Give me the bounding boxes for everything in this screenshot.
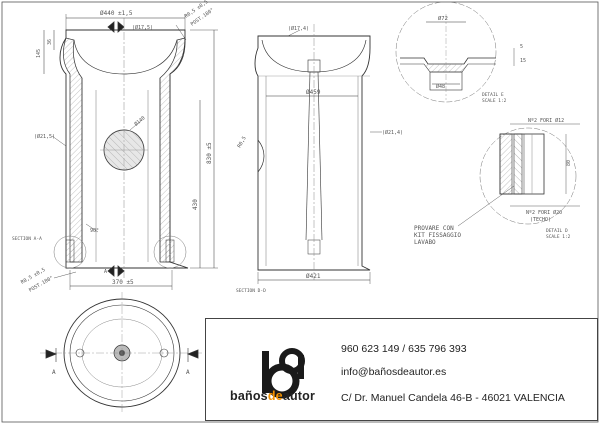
note-line-2: KIT FISSAGGIO — [414, 232, 461, 239]
detail-d-holes-bottom: Nº2 FORI Ø20 — [526, 209, 562, 216]
detail-e-view — [395, 1, 515, 103]
assembly-note: PROVARE CON KIT FISSAGGIO LAVABO — [414, 185, 515, 246]
side-dim-459: Ø459 — [306, 89, 321, 96]
detail-e-scale: SCALE 1:2 — [482, 98, 507, 104]
front-h145-dim: 145 — [36, 49, 42, 58]
front-height-430-dim: 430 — [192, 199, 199, 210]
detail-d-view — [479, 123, 580, 225]
side-section-view — [254, 24, 382, 284]
contact-email[interactable]: info@bañosdeautor.es — [341, 366, 447, 378]
front-section-view — [43, 14, 218, 290]
detail-e-dim-72: Ø72 — [438, 15, 448, 22]
top-view-labels: A A — [52, 369, 190, 376]
note-line-1: PROVARE CON — [414, 225, 454, 232]
side-view-labels: (Ø17,4) Ø459 (Ø21,4) R0,5 Ø421 SECTION D… — [236, 25, 403, 294]
side-section-label: SECTION D-D — [236, 288, 266, 294]
top-marker-a-right: A — [186, 369, 190, 376]
detail-d-label: DETAIL D — [546, 228, 568, 234]
detail-d-holes-note: (TECHO) — [530, 217, 551, 223]
side-dim-421: Ø421 — [306, 273, 321, 280]
front-marker-a: A — [104, 269, 107, 275]
top-marker-a-left: A — [52, 369, 56, 376]
title-block: bañosdeautor 960 623 149 / 635 796 393 i… — [205, 318, 598, 421]
note-line-3: LAVABO — [414, 239, 436, 246]
front-wall-left-dim: (Ø21,5) — [34, 133, 55, 140]
detail-d-dim-80: 80 — [566, 160, 572, 166]
front-section-label: SECTION A-A — [12, 236, 42, 242]
front-top-width-dim: Ø440 ±1,5 — [100, 10, 133, 17]
side-wall-right-dim: (Ø21,4) — [382, 129, 403, 136]
detail-d-labels: Nº2 FORI Ø12 80 Nº2 FORI Ø20 (TECHO) DET… — [526, 117, 572, 240]
detail-e-dim-5: 5 — [520, 44, 523, 50]
brand-logo-mark — [262, 348, 305, 399]
front-bottom-width-dim: 370 ±5 — [112, 279, 134, 286]
side-r-note: R0,5 — [237, 136, 248, 149]
detail-e-dim-15: 15 — [520, 58, 526, 64]
front-total-height-dim: 830 ±5 — [206, 142, 213, 164]
detail-e-label: DETAIL E — [482, 92, 504, 98]
detail-e-labels: Ø72 Ø48 5 15 DETAIL E SCALE 1:2 — [436, 15, 526, 104]
front-drain-dim: Ø140 — [133, 114, 147, 127]
detail-d-scale: SCALE 1:2 — [546, 234, 571, 240]
front-wall-top-dim: (Ø17,5) — [132, 24, 153, 31]
side-wall-top-dim: (Ø17,4) — [288, 25, 309, 32]
contact-address: C/ Dr. Manuel Candela 46-B - 46021 VALEN… — [341, 392, 565, 404]
brand-wordmark: bañosdeautor — [230, 389, 316, 403]
contact-phone: 960 623 149 / 635 796 393 — [341, 343, 467, 355]
detail-d-holes-top: Nº2 FORI Ø12 — [528, 117, 564, 124]
front-h36-dim: 36 — [47, 39, 53, 45]
top-plan-view — [40, 292, 204, 414]
front-angle-note: 90° — [90, 228, 99, 234]
detail-e-dim-48: Ø48 — [436, 83, 445, 90]
